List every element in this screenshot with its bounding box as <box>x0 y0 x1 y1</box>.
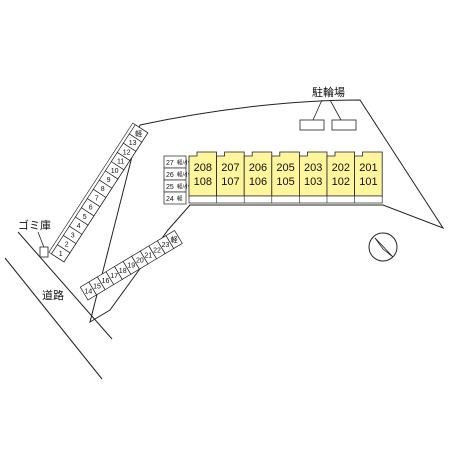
building-unit <box>271 151 300 197</box>
unit-number-lower: 106 <box>249 176 267 188</box>
parking-spot <box>165 230 183 249</box>
parking-spot-number: 16 <box>102 278 110 285</box>
parking-row-outline <box>48 122 149 263</box>
unit-number-upper: 207 <box>221 162 239 174</box>
apartment-building: 208 108 207 107 206 106 205 105 203 103 202 102 201 1… <box>188 151 383 204</box>
parking-spot-number: 4 <box>77 223 81 230</box>
unit-number-lower: 103 <box>304 176 322 188</box>
parking-spot-note: 軽/小型 <box>177 159 196 167</box>
parking-spot-number: 軽 <box>171 235 178 244</box>
unit-number-upper: 201 <box>359 162 377 174</box>
site-boundary <box>89 99 445 324</box>
bicycle-parking-label: 駐輪場 <box>312 85 345 99</box>
parking-spot-number: 24 <box>166 196 174 203</box>
road-label: 道路 <box>42 288 64 302</box>
parking-spot-number: 23 <box>162 242 170 249</box>
parking-spot-note: 軽/小型 <box>177 183 196 191</box>
building-unit <box>354 151 383 197</box>
parking-spot-number: 17 <box>110 273 118 280</box>
parking-spot-number: 14 <box>85 288 93 295</box>
unit-number-lower: 105 <box>276 176 294 188</box>
parking-spot-number: 1 <box>59 251 63 258</box>
parking-spot-stack <box>163 191 187 205</box>
parking-spot-number: 12 <box>123 149 131 156</box>
bicycle-rack-1 <box>299 119 325 131</box>
parking-spot-number: 27 <box>166 160 174 167</box>
unit-number-upper: 202 <box>332 162 350 174</box>
parking-spot-number: 10 <box>111 168 119 175</box>
building-balcony <box>188 195 383 204</box>
parking-spot-number: 19 <box>127 263 135 270</box>
building-unit <box>326 151 355 197</box>
parking-spot-number: 13 <box>129 140 137 147</box>
parking-spot-light-label: 軽 <box>135 129 142 138</box>
parking-spot-number: 9 <box>107 177 111 184</box>
bicycle-leader-2 <box>329 99 342 121</box>
parking-spot-note: 軽 <box>177 195 183 203</box>
parking-spot-number: 21 <box>145 252 153 259</box>
parking-spot-number: 7 <box>95 195 99 202</box>
parking-spot-number: 22 <box>153 247 161 254</box>
parking-spot-number: 18 <box>119 268 127 275</box>
building-unit <box>243 151 273 197</box>
north-arrow-icon <box>368 232 398 262</box>
unit-number-lower: 107 <box>221 176 239 188</box>
garbage-storage-label: ゴミ庫 <box>18 218 51 232</box>
unit-number-upper: 206 <box>249 162 267 174</box>
unit-number-upper: 208 <box>194 162 212 174</box>
parking-spot-number: 26 <box>166 172 174 179</box>
road-line-2 <box>4 257 103 380</box>
parking-spot-number: 11 <box>117 159 124 166</box>
building-unit <box>299 151 328 197</box>
building-unit <box>188 151 217 197</box>
unit-number-upper: 203 <box>304 162 322 174</box>
unit-number-lower: 101 <box>359 176 377 188</box>
unit-number-lower: 102 <box>332 176 350 188</box>
unit-number-upper: 205 <box>276 162 294 174</box>
parking-spot-number: 25 <box>166 184 174 191</box>
parking-spot-number: 3 <box>71 232 75 239</box>
parking-spot-number: 2 <box>65 242 69 249</box>
road-line-1 <box>17 231 113 340</box>
bicycle-rack-2 <box>331 119 357 131</box>
parking-spot-number: 5 <box>83 214 87 221</box>
building-unit <box>216 151 245 197</box>
parking-spot-number: 20 <box>136 258 144 265</box>
parking-spot-note: 軽/小型 <box>177 171 196 179</box>
bicycle-leader-1 <box>312 99 323 121</box>
garbage-box <box>39 246 49 258</box>
parking-spot-number: 15 <box>93 283 101 290</box>
unit-number-lower: 108 <box>194 176 212 188</box>
parking-spot-number: 6 <box>89 205 93 212</box>
parking-spot-number: 8 <box>101 186 105 193</box>
